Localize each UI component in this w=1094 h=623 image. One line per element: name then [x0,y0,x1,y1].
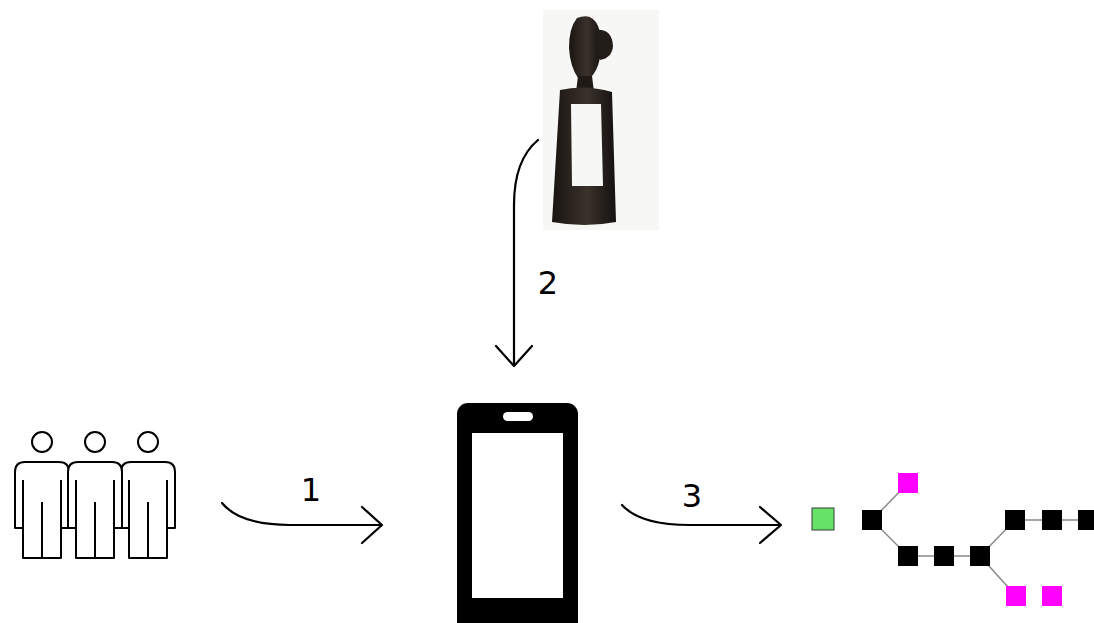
phone-icon [457,403,578,623]
glycan-chain [812,473,1094,606]
arrow-head [760,507,781,543]
person-body [15,462,69,558]
callout-number: 1 [301,474,321,506]
statue-photo [543,10,659,230]
phone-body [457,403,578,623]
magenta-square [1042,586,1062,606]
person-body [121,462,175,558]
flow-arrow [514,140,538,366]
phone-screen [472,433,563,598]
black-square [934,546,954,566]
magenta-square [898,473,918,493]
green-square [812,508,834,530]
person-head [32,432,52,452]
black-square [1078,510,1094,530]
black-square [970,546,990,566]
people-icon [15,432,175,558]
black-square [898,546,918,566]
callout-number: 2 [538,267,558,299]
callout-number: 3 [682,480,702,512]
arrow-head [362,507,382,543]
black-square [1042,510,1062,530]
person-figure [121,432,175,558]
person-head [138,432,158,452]
statue-hair [595,30,613,60]
black-square [862,510,882,530]
photo-background [543,10,659,230]
statue-body [552,87,616,225]
arrow-head [496,346,532,366]
black-square [1005,510,1025,530]
person-body [68,462,122,558]
phone-speaker [503,412,533,421]
person-figure [15,432,69,558]
magenta-square [1006,586,1026,606]
flow-arrow [222,503,381,525]
person-head [85,432,105,452]
person-figure [68,432,122,558]
statue-head [569,16,602,78]
chain-link [980,520,1088,556]
